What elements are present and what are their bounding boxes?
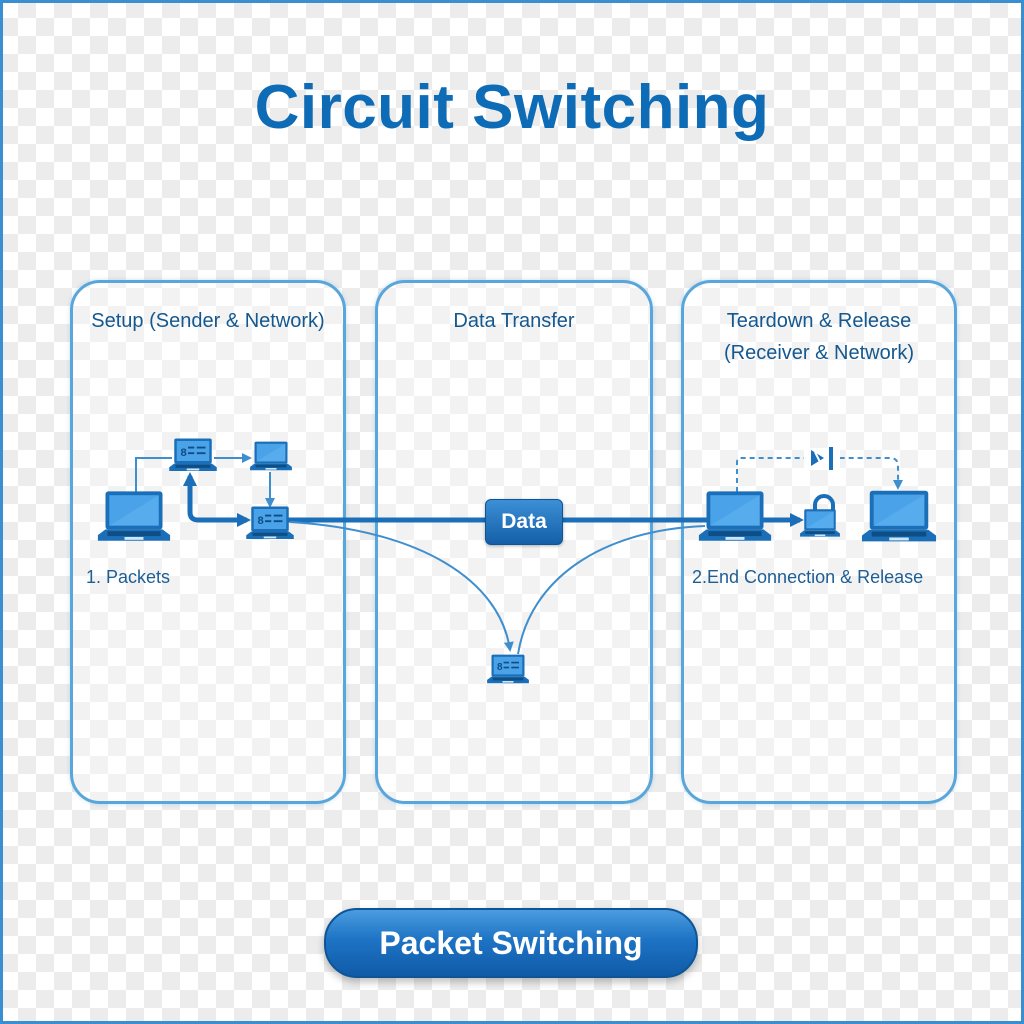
lock-shackle-icon: [813, 494, 835, 513]
packets-label: 1. Packets: [86, 567, 171, 587]
intermediate-laptop-icon: [250, 441, 292, 471]
data-box: Data: [485, 499, 563, 545]
thick-elbow-link: [187, 477, 251, 527]
panel-setup: Setup (Sender & Network): [70, 280, 346, 804]
disconnect-icon: [804, 447, 840, 470]
network-switch-icon-2: [246, 506, 294, 539]
panel-setup-title: Setup (Sender & Network): [91, 310, 325, 332]
packet-switching-button[interactable]: Packet Switching: [324, 908, 698, 978]
transfer-node-icon: [487, 654, 529, 684]
end-connection-label: 2.End Connection & Release: [692, 567, 924, 587]
curve-from-transfer-node: [517, 525, 706, 655]
page-title: Circuit Switching: [254, 73, 770, 142]
curve-to-transfer-node: [289, 521, 514, 652]
panel-teardown-title-line2: (Receiver & Network): [723, 342, 915, 364]
sender-laptop-icon: [97, 491, 171, 541]
network-switch-icon: [169, 438, 217, 471]
panel-teardown-title: Teardown & Release (Receiver & Network): [684, 305, 954, 369]
receiver-laptop-icon: [698, 491, 772, 541]
panel-teardown-title-line1: Teardown & Release: [726, 310, 912, 332]
final-laptop-icon: [861, 490, 937, 542]
lock-laptop-icon: [800, 509, 840, 537]
panel-teardown: Teardown & Release (Receiver & Network): [681, 280, 957, 804]
panel-data-transfer-title: Data Transfer: [453, 310, 575, 332]
link-sender-to-switch: [135, 457, 172, 492]
